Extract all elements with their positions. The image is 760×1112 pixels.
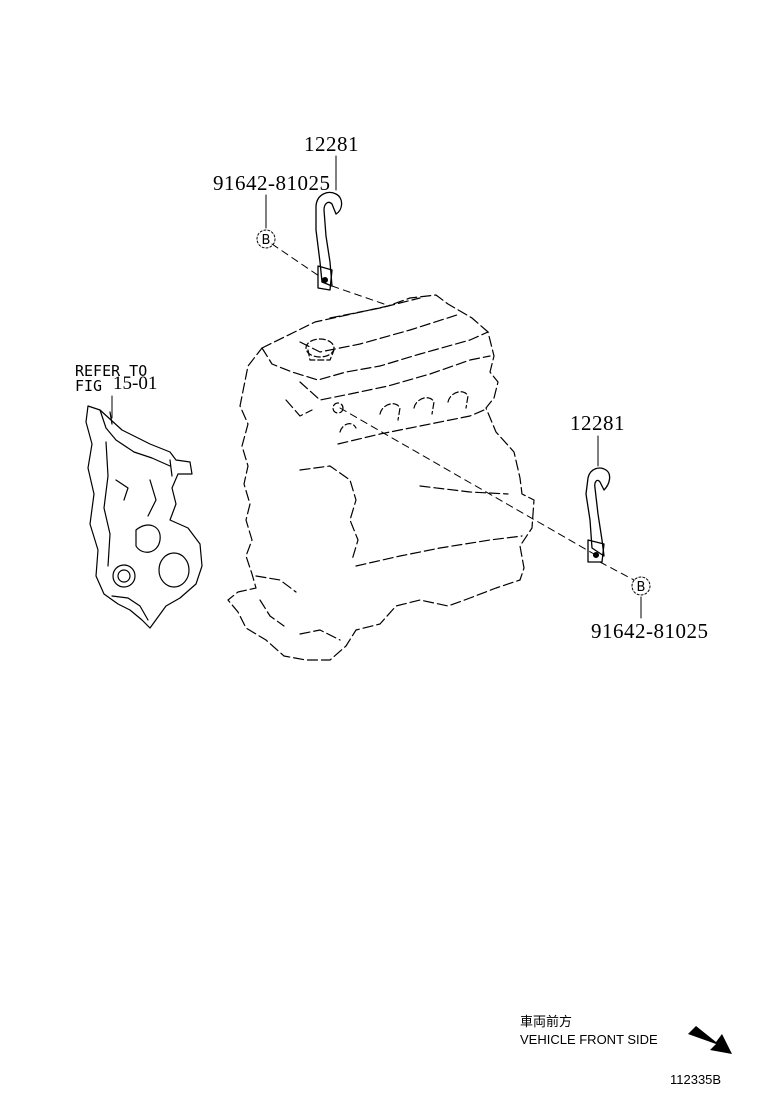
engine-ports: [305, 338, 469, 433]
direction-arrow-icon: [688, 1026, 732, 1054]
engine-block-outline: [227, 294, 535, 661]
part-number-top: 12281: [304, 132, 359, 156]
timing-cover: [85, 405, 203, 629]
marker-b-right-label: B: [637, 580, 646, 595]
engine-hanger-top: [315, 191, 343, 291]
marker-b-top: [256, 229, 276, 249]
illustration-id: 112335B: [670, 1072, 722, 1087]
marker-b-top-label: B: [262, 233, 271, 248]
refer-to-label: REFER TO: [75, 362, 148, 380]
vehicle-front-side-label: VEHICLE FRONT SIDE: [520, 1032, 658, 1047]
bolt-number-right: 91642-81025: [591, 619, 709, 643]
fig-number: 15-01: [113, 373, 158, 394]
dashed-leader-lines: [271, 243, 635, 581]
bolt-number-top: 91642-81025: [213, 171, 331, 195]
fig-label: FIG: [75, 377, 103, 395]
part-number-right: 12281: [570, 411, 625, 435]
leader-lines: [265, 155, 642, 619]
engine-hanger-right: [585, 467, 611, 563]
vehicle-front-jp: 車両前方: [520, 1014, 573, 1029]
marker-b-right: [631, 576, 651, 596]
